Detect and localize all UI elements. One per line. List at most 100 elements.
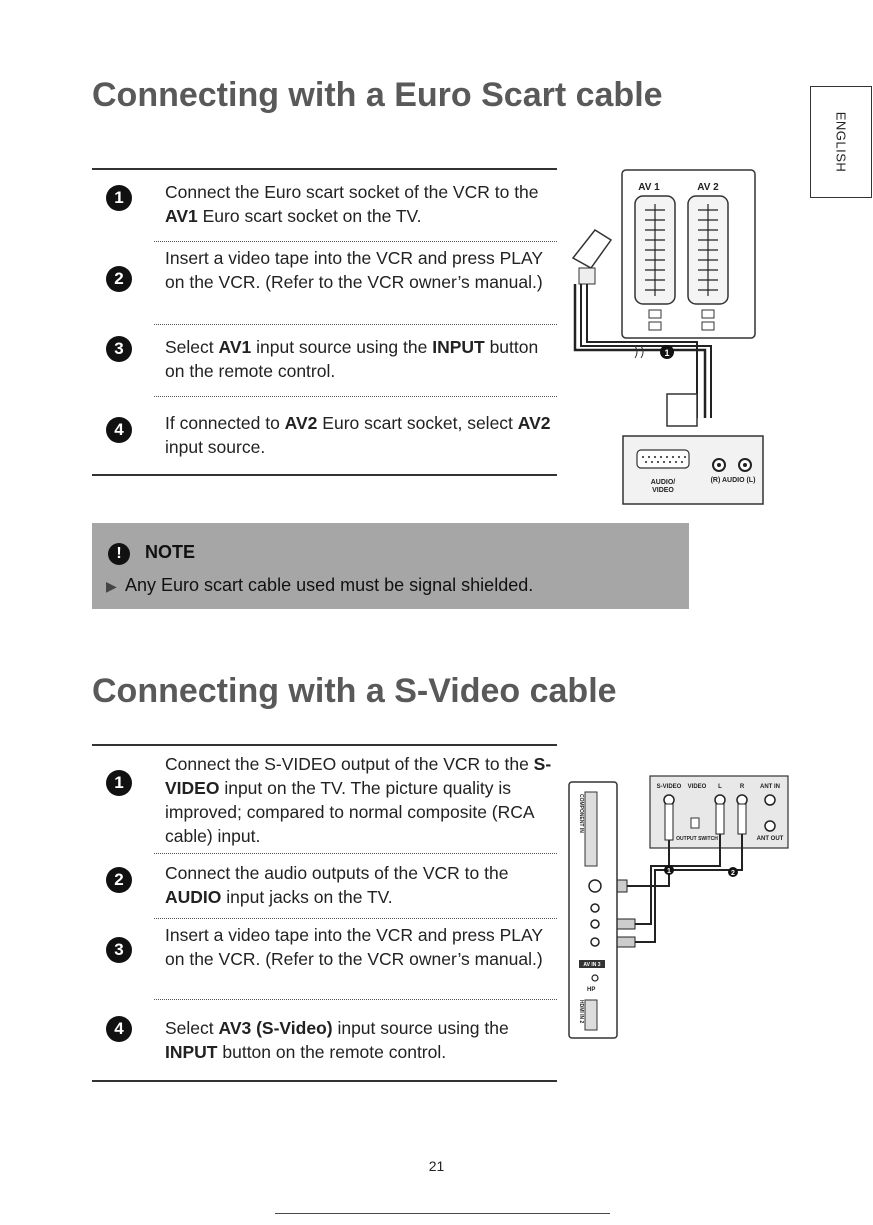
step-emphasis: AV1 [218, 337, 252, 357]
av2-label: AV 2 [697, 182, 719, 193]
cable-marker-2 [728, 867, 738, 877]
step-text: Select AV3 (S-Video) input source using … [165, 1016, 555, 1064]
step-emphasis: AV2 [517, 413, 551, 433]
svg-text:1: 1 [667, 868, 671, 875]
cable-marker-1 [660, 345, 674, 359]
output-switch-label: OUTPUT SWITCH [676, 836, 718, 842]
step-text-run: Euro scart socket on the TV. [197, 206, 422, 226]
step-divider [154, 999, 557, 1000]
step-text: Connect the Euro scart socket of the VCR… [165, 180, 555, 228]
audio-l-in-jack [590, 919, 600, 929]
step-emphasis: S-VIDEO [165, 754, 552, 798]
step-text-run: Select [165, 1018, 219, 1038]
audio-video-label-1: AUDIO/ [651, 479, 676, 486]
cable-marker-1 [664, 865, 674, 875]
step-emphasis: AV1 [165, 206, 198, 226]
scart-cable: 1 [571, 229, 712, 427]
av1-label: AV 1 [638, 182, 660, 193]
step-text-run: button on the remote control. [217, 1042, 447, 1062]
euro-scart-connection-diagram: AV 1 AV 2 1 [571, 169, 764, 505]
step-number-badge: 1 [106, 185, 132, 211]
vcr-scart-socket [636, 449, 690, 469]
note-text: Any Euro scart cable used must be signal… [125, 575, 534, 595]
output-switch [690, 817, 700, 829]
step-text-run: input on the TV. The picture quality is … [165, 778, 534, 846]
step-number-badge: 2 [106, 867, 132, 893]
step-text: If connected to AV2 Euro scart socket, s… [165, 411, 555, 459]
audio-label: (R) AUDIO (L) [711, 477, 756, 484]
page-number: 21 [428, 1158, 445, 1174]
triangle-right-icon: ▶ [106, 578, 117, 594]
footer-link-line[interactable] [275, 1213, 610, 1214]
hdmi-label: HDMI IN 2 [578, 1000, 584, 1024]
s-video-cables: 1 2 [608, 803, 747, 948]
step-text-run: Insert a video tape into the VCR and pre… [165, 925, 543, 969]
step-text-run: If connected to [165, 413, 285, 433]
step-number-badge: 3 [106, 336, 132, 362]
step-number-badge: 2 [106, 266, 132, 292]
component-label: COMPONENT IN [578, 794, 584, 833]
step-text-run: input source using the [251, 337, 433, 357]
step-text-run: input jacks on the TV. [221, 887, 393, 907]
step-text: Connect the S-VIDEO output of the VCR to… [165, 752, 555, 848]
av3-label: AV IN 3 [583, 962, 600, 968]
step-text-run: Euro scart socket, select [317, 413, 518, 433]
step-divider [154, 396, 557, 397]
scart-plug-bottom [666, 393, 698, 427]
l-label: L [718, 784, 722, 790]
step-number-badge: 4 [106, 417, 132, 443]
step-text: Select AV1 input source using the INPUT … [165, 335, 555, 383]
s-video-connection-diagram: S-VIDEO VIDEO L R ANT IN OUTPUT SWITCH A… [568, 775, 789, 1039]
ant-in-jack [764, 794, 776, 806]
av2-direction-icon [701, 309, 715, 319]
step-emphasis: AV2 [284, 413, 318, 433]
exclamation-icon: ! [108, 543, 130, 565]
step-divider [154, 918, 557, 919]
svg-text:2: 2 [731, 870, 735, 877]
note-title: NOTE [145, 542, 196, 562]
audio-plug-l [616, 918, 636, 930]
language-tab-label: ENGLISH [833, 111, 849, 173]
step-text-run: Select [165, 337, 219, 357]
step-emphasis: INPUT [165, 1042, 218, 1062]
step-text: Connect the audio outputs of the VCR to … [165, 861, 555, 909]
step-number-badge: 4 [106, 1016, 132, 1042]
tv-side-panel: COMPONENT IN AV IN 3 HP HDMI IN 2 [568, 781, 618, 1039]
audio-r-in-jack [590, 937, 600, 947]
language-tab: ENGLISH [810, 86, 872, 198]
headphone-jack [591, 974, 599, 982]
svideo-in-jack [588, 879, 602, 893]
step-divider [154, 853, 557, 854]
audio-video-label-2: VIDEO [652, 487, 674, 494]
note-box: ! NOTE ▶ Any Euro scart cable used must … [92, 523, 689, 609]
step-text-run: Connect the Euro scart socket of the VCR… [165, 182, 539, 202]
hp-label: HP [587, 987, 595, 993]
step-text-run: input source. [165, 437, 266, 457]
step-text-run: button on the remote control. [165, 337, 539, 381]
s-video-steps: 1 Connect the S-VIDEO output of the VCR … [92, 744, 557, 1082]
step-divider [154, 324, 557, 325]
tv-scart-panel: AV 1 AV 2 [621, 169, 756, 339]
section-title-euro-scart: Connecting with a Euro Scart cable [92, 76, 663, 114]
section-title-s-video: Connecting with a S-Video cable [92, 672, 617, 710]
svideo-label: S-VIDEO [657, 784, 682, 790]
step-text-run: Insert a video tape into the VCR and pre… [165, 248, 543, 292]
ant-out-label: ANT OUT [757, 836, 784, 842]
ant-out-jack [764, 820, 776, 832]
step-emphasis: INPUT [432, 337, 485, 357]
step-number-badge: 1 [106, 770, 132, 796]
step-emphasis: AUDIO [165, 887, 222, 907]
r-label: R [740, 784, 745, 790]
step-emphasis: AV3 (S-Video) [218, 1018, 333, 1038]
av1-direction-icon [648, 309, 662, 319]
audio-plug-r [616, 936, 636, 948]
step-number-badge: 3 [106, 937, 132, 963]
scart-plug-top [571, 229, 613, 269]
step-text-run: Connect the audio outputs of the VCR to … [165, 863, 509, 883]
video-label: VIDEO [688, 784, 707, 790]
step-text-run: Connect the S-VIDEO output of the VCR to… [165, 754, 534, 774]
cable-marker-label: 1 [664, 348, 669, 358]
step-text: Insert a video tape into the VCR and pre… [165, 246, 555, 294]
ant-in-label: ANT IN [760, 784, 780, 790]
step-divider [154, 241, 557, 242]
